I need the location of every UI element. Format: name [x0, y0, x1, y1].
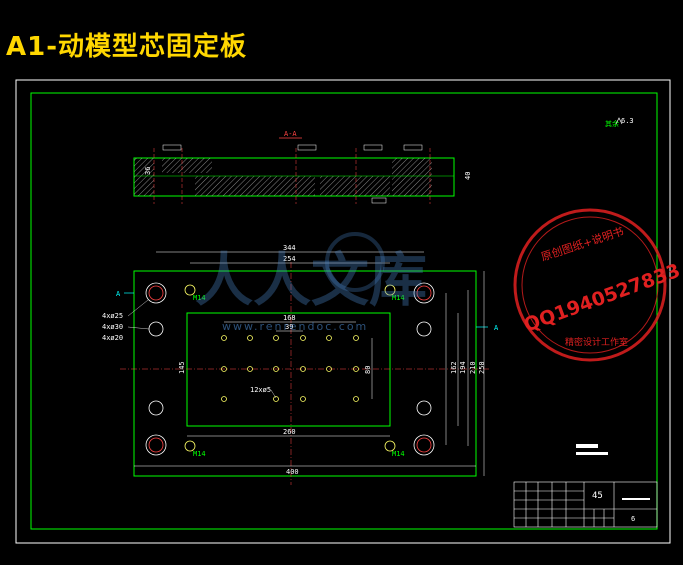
svg-text:QQ1940527833: QQ1940527833 [521, 260, 683, 337]
outer-frame [15, 79, 671, 544]
svg-text:www.renrendoc.com: www.renrendoc.com [222, 320, 368, 333]
title-block [513, 481, 658, 528]
watermark: 人人文库 www.renrendoc.com [195, 232, 427, 333]
svg-text:145: 145 [178, 361, 186, 374]
svg-text:M14: M14 [193, 294, 206, 302]
svg-text:254: 254 [283, 255, 296, 263]
svg-text:原创图纸+说明书: 原创图纸+说明书 [539, 224, 625, 264]
svg-text:6: 6 [631, 515, 635, 523]
svg-text:6.3: 6.3 [621, 117, 634, 125]
svg-text:12xø5: 12xø5 [250, 386, 271, 394]
section-view: A-A 40 36 [133, 130, 472, 204]
svg-text:39: 39 [285, 323, 293, 331]
inner-frame [30, 92, 658, 530]
svg-text:36: 36 [144, 167, 152, 175]
svg-text:45: 45 [592, 491, 603, 501]
svg-text:人人文库: 人人文库 [195, 246, 427, 314]
svg-text:260: 260 [283, 428, 296, 436]
svg-text:M14: M14 [392, 294, 405, 302]
svg-text:194: 194 [459, 361, 467, 374]
svg-text:其余: 其余 [605, 119, 619, 128]
svg-text:M14: M14 [193, 450, 206, 458]
svg-text:精密设计工作室: 精密设计工作室 [565, 336, 628, 348]
design-stamp: 原创图纸+说明书 QQ1940527833 精密设计工作室 [513, 208, 683, 362]
svg-text:344: 344 [283, 244, 296, 252]
svg-text:40: 40 [464, 172, 472, 180]
svg-text:M14: M14 [392, 450, 405, 458]
svg-text:162: 162 [450, 361, 458, 374]
plan-view: A A M14 M14 M14 M14 [102, 244, 499, 485]
svg-text:A: A [494, 324, 499, 332]
svg-text:80: 80 [364, 366, 372, 374]
svg-text:4xø30: 4xø30 [102, 323, 123, 331]
svg-text:400: 400 [286, 468, 299, 476]
svg-text:4xø25: 4xø25 [102, 312, 123, 320]
page-title: A1-动模型芯固定板 [6, 32, 248, 62]
svg-text:4xø20: 4xø20 [102, 334, 123, 342]
svg-text:A: A [116, 290, 121, 298]
svg-text:168: 168 [283, 314, 296, 322]
roughness-note: 其余 6.3 [605, 117, 634, 128]
svg-text:250: 250 [478, 361, 486, 374]
section-label: A-A [284, 130, 297, 138]
svg-text:210: 210 [469, 361, 477, 374]
